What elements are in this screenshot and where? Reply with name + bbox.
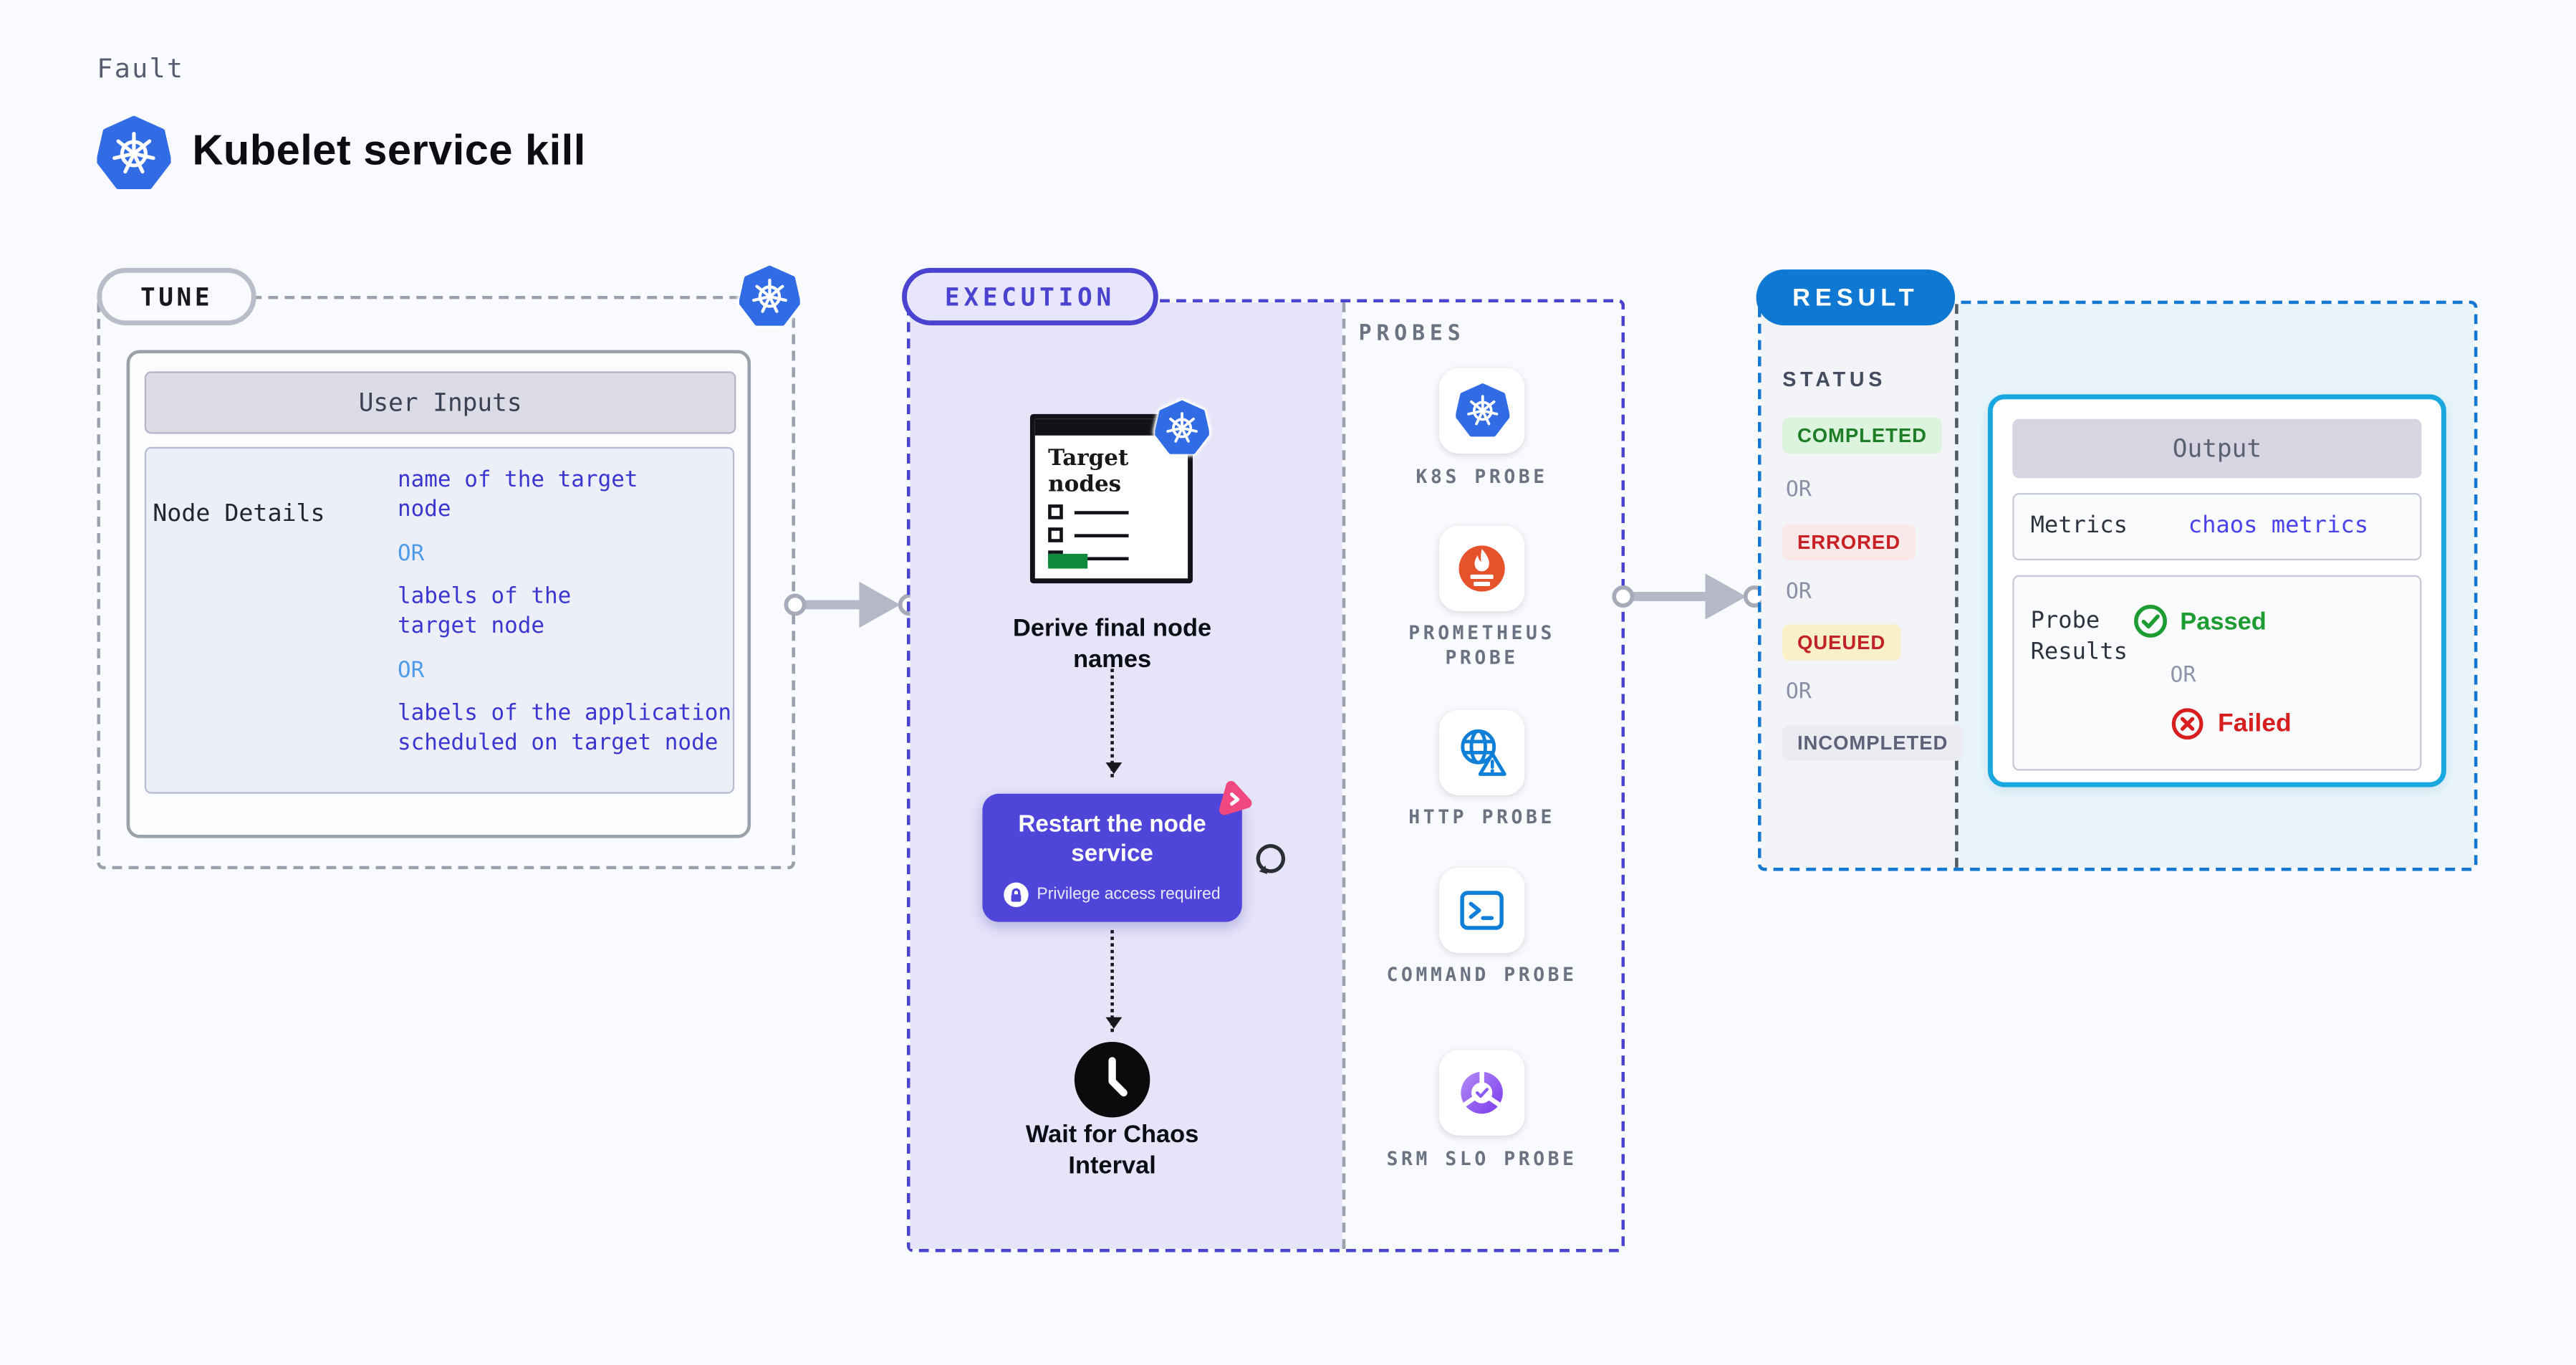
chaos-fault-icon bbox=[1219, 780, 1252, 815]
or-separator: OR bbox=[397, 540, 425, 567]
kubernetes-icon bbox=[97, 115, 170, 193]
metrics-label: Metrics bbox=[2030, 512, 2128, 540]
kubernetes-badge-icon bbox=[1155, 399, 1209, 456]
prometheus-icon bbox=[1458, 545, 1505, 592]
status-separator bbox=[1955, 304, 1959, 868]
green-button-shape bbox=[1048, 553, 1088, 569]
node-details-label: Node Details bbox=[153, 501, 325, 528]
status-badge-incompleted: INCOMPLETED bbox=[1782, 724, 1963, 761]
check-circle-icon bbox=[2134, 604, 2167, 638]
execution-to-result-arrow bbox=[1612, 573, 1766, 620]
http-probe-label: HTTP PROBE bbox=[1408, 805, 1555, 828]
page-title: Kubelet service kill bbox=[192, 125, 586, 175]
output-header: Output bbox=[2012, 418, 2422, 479]
status-column bbox=[1761, 304, 1956, 868]
node-details-values: name of the target node OR labels of the… bbox=[398, 465, 746, 757]
tune-pill: TUNE bbox=[97, 267, 256, 326]
prometheus-probe-label: PROMETHEUS PROBE bbox=[1408, 621, 1555, 669]
target-nodes-card: Target nodes bbox=[1029, 413, 1193, 584]
metrics-value: chaos metrics bbox=[2188, 512, 2369, 540]
wait-for-chaos-interval-label: Wait for Chaos Interval bbox=[1025, 1121, 1199, 1180]
failed-result: Failed bbox=[2171, 707, 2292, 741]
k8s-probe-card bbox=[1438, 368, 1525, 454]
metrics-row: Metrics chaos metrics bbox=[2012, 493, 2422, 561]
status-badge-queued: QUEUED bbox=[1782, 624, 1900, 661]
fault-kicker: Fault bbox=[97, 52, 185, 84]
passed-result: Passed bbox=[2133, 603, 2267, 639]
flow-connector bbox=[1105, 930, 1122, 1033]
tune-to-execution-arrow bbox=[784, 581, 921, 628]
or-separator: OR bbox=[1785, 478, 1812, 503]
value-labels-of-target-node: labels of the target node bbox=[397, 583, 572, 640]
retry-icon bbox=[1256, 844, 1286, 874]
srm-slo-probe-label: SRM SLO PROBE bbox=[1386, 1146, 1577, 1170]
privilege-label: Privilege access required bbox=[1037, 886, 1221, 904]
kubernetes-badge-icon bbox=[739, 264, 800, 328]
or-separator: OR bbox=[397, 657, 425, 684]
terminal-icon bbox=[1460, 891, 1504, 930]
execution-pill: EXECUTION bbox=[902, 267, 1158, 326]
value-labels-of-application: labels of the application scheduled on t… bbox=[397, 699, 732, 756]
or-separator: OR bbox=[1785, 680, 1812, 705]
or-separator: OR bbox=[2170, 664, 2196, 689]
flow-connector bbox=[1105, 669, 1122, 777]
probe-results-label: Probe Results bbox=[2030, 608, 2128, 666]
k8s-icon bbox=[1455, 383, 1509, 439]
srm-slo-probe-card bbox=[1438, 1050, 1525, 1136]
user-inputs-header: User Inputs bbox=[144, 371, 736, 434]
card-titlebar bbox=[1034, 418, 1188, 436]
probes-separator bbox=[1342, 302, 1346, 1249]
failed-label: Failed bbox=[2218, 709, 2292, 737]
probe-results-row: Probe Results Passed OR Failed bbox=[2012, 575, 2422, 771]
user-inputs-row bbox=[144, 446, 735, 794]
or-separator: OR bbox=[1785, 580, 1812, 605]
output-box: Output Metrics chaos metrics Probe Resul… bbox=[1987, 394, 2446, 787]
target-nodes-title: Target nodes bbox=[1048, 445, 1129, 498]
prometheus-probe-card bbox=[1438, 525, 1525, 612]
result-pill: RESULT bbox=[1756, 269, 1956, 326]
restart-node-service-node: Restart the node service Privilege acces… bbox=[982, 793, 1242, 922]
globe-alert-icon bbox=[1461, 729, 1506, 776]
privilege-row: Privilege access required bbox=[982, 882, 1241, 907]
status-heading: STATUS bbox=[1782, 368, 1887, 391]
command-probe-card bbox=[1438, 867, 1525, 954]
k8s-probe-label: K8S PROBE bbox=[1416, 465, 1548, 489]
slo-donut-icon bbox=[1461, 1071, 1503, 1114]
passed-label: Passed bbox=[2180, 607, 2267, 636]
status-badge-completed: COMPLETED bbox=[1782, 417, 1942, 454]
command-probe-label: COMMAND PROBE bbox=[1386, 962, 1577, 987]
derive-final-node-names-label: Derive final node names bbox=[1013, 614, 1212, 674]
status-badge-errored: ERRORED bbox=[1782, 524, 1916, 561]
clock-icon bbox=[1074, 1041, 1150, 1118]
http-probe-card bbox=[1438, 709, 1525, 795]
tune-section bbox=[97, 295, 795, 870]
value-name-of-target-node: name of the target node bbox=[397, 466, 638, 523]
probes-heading: PROBES bbox=[1358, 322, 1466, 347]
lock-icon bbox=[1004, 882, 1029, 907]
node-title: Restart the node service bbox=[1018, 811, 1206, 868]
x-circle-icon bbox=[2171, 708, 2203, 740]
